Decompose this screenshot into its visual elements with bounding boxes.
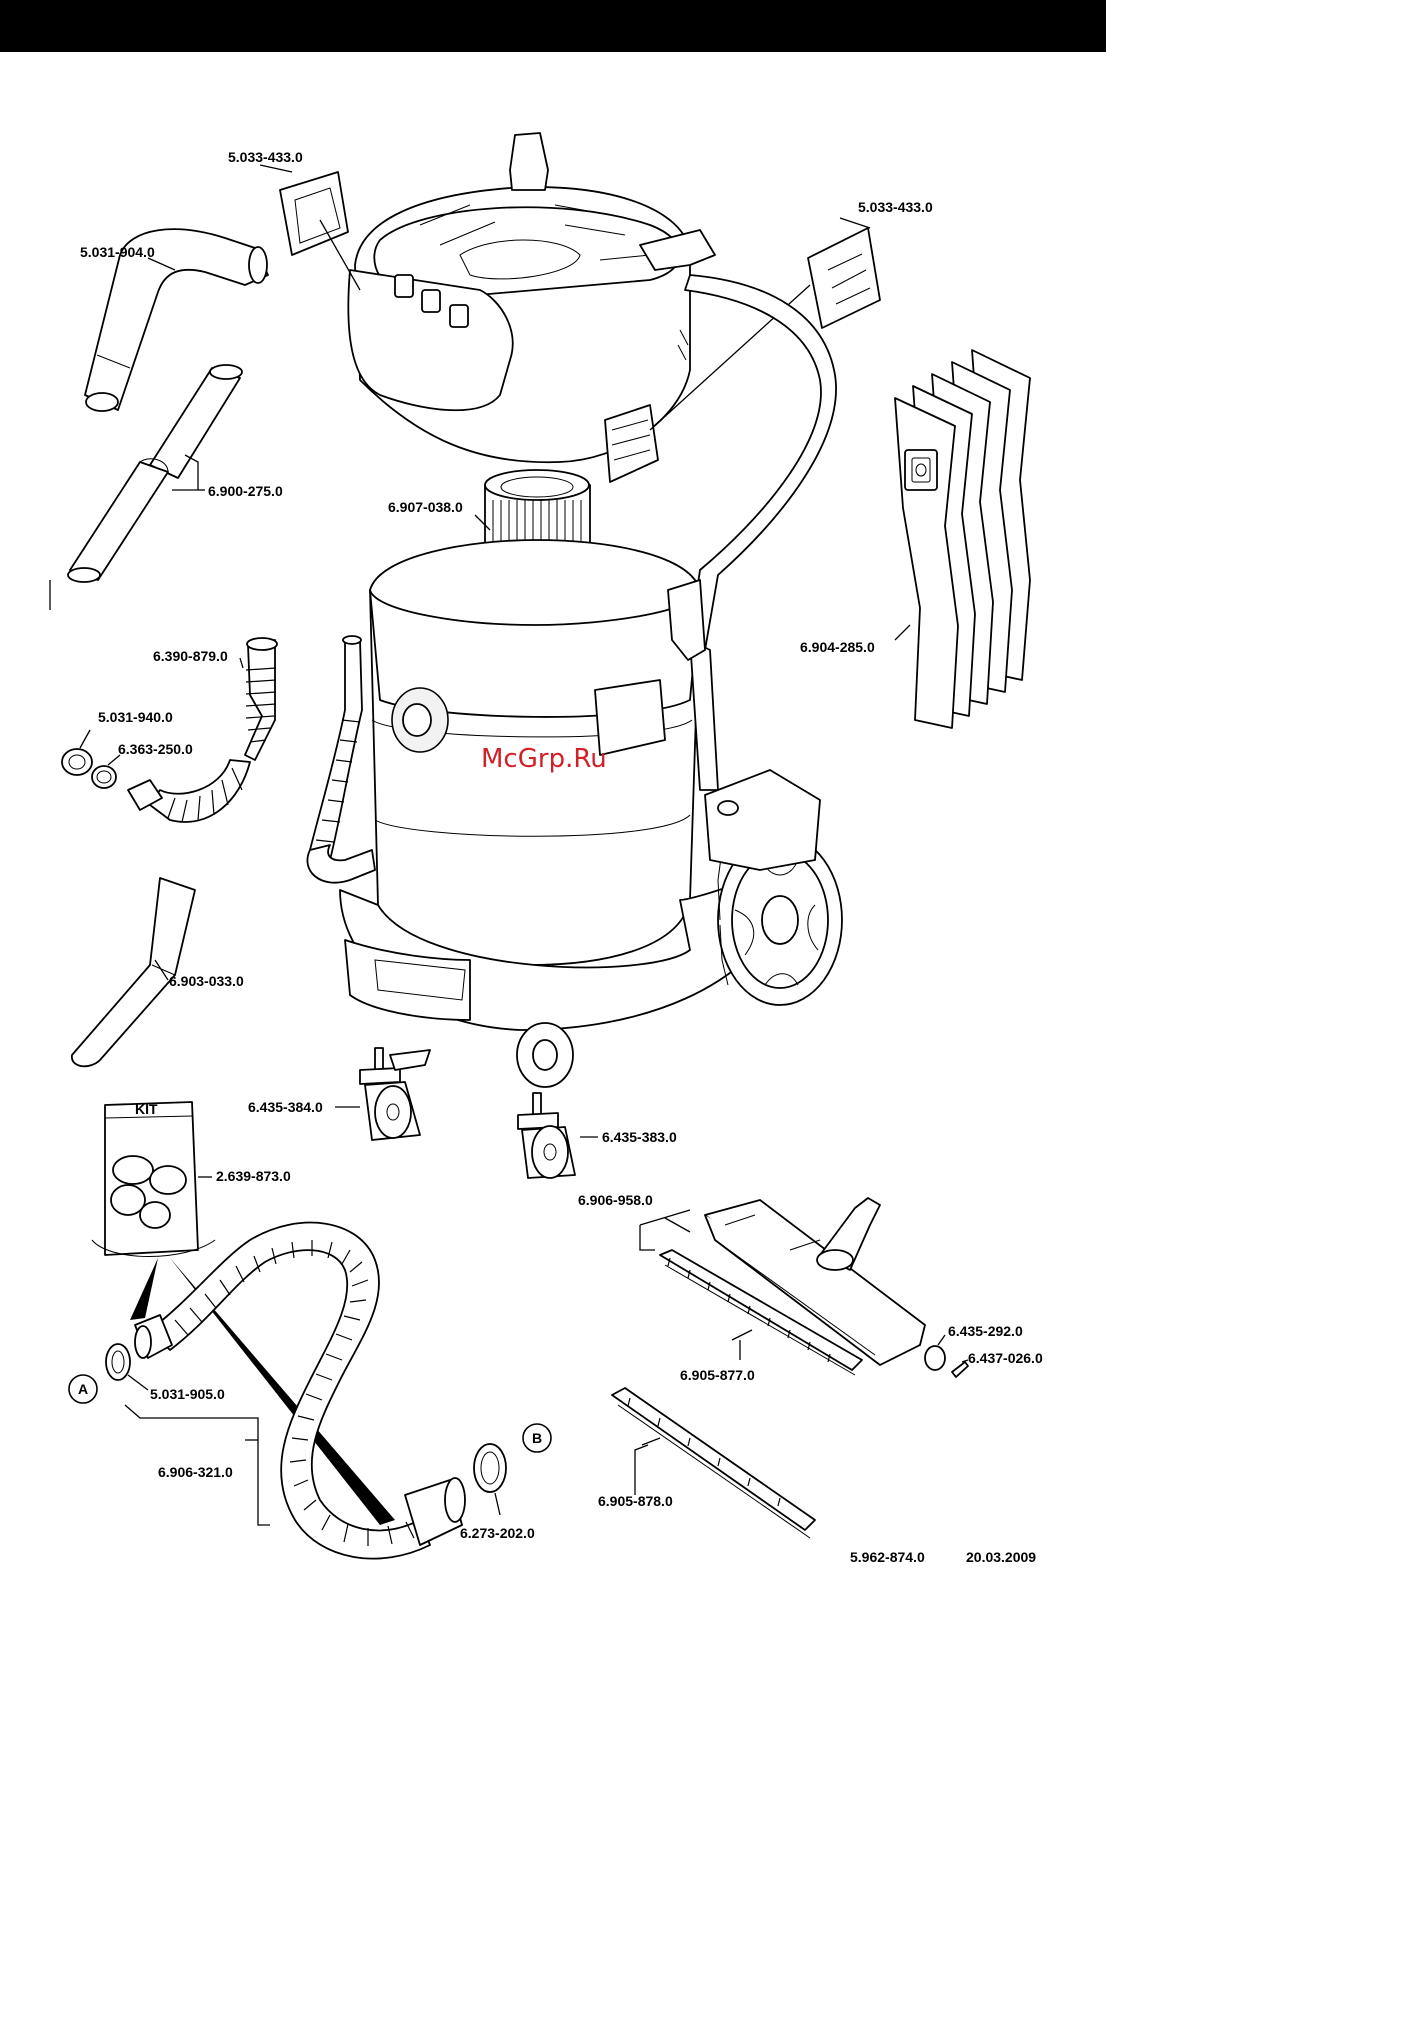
exploded-parts-diagram: A B McGrp.Ru 5.033-433.0 bbox=[0, 0, 1106, 1565]
kit-label: KIT bbox=[135, 1101, 158, 1117]
floor-nozzle bbox=[640, 1198, 925, 1365]
label-suction-hose: 6.906-321.0 bbox=[158, 1464, 233, 1480]
label-rubber-strip: 6.905-878.0 bbox=[598, 1493, 673, 1509]
callout-b-label: B bbox=[532, 1430, 542, 1446]
label-cartridge-filter: 6.907-038.0 bbox=[388, 499, 463, 515]
watermark: McGrp.Ru bbox=[481, 744, 607, 774]
label-axle: 6.437-026.0 bbox=[968, 1350, 1043, 1366]
container-hose bbox=[307, 636, 375, 883]
adapter-kit bbox=[92, 1102, 215, 1257]
document-date: 20.03.2009 bbox=[966, 1549, 1036, 1565]
label-hose-ring: 5.031-905.0 bbox=[150, 1386, 225, 1402]
nut bbox=[62, 730, 92, 775]
callout-a-label: A bbox=[78, 1381, 88, 1397]
motor-head bbox=[348, 133, 715, 482]
latch-left bbox=[260, 165, 360, 290]
label-adapter-kit: 2.639-873.0 bbox=[216, 1168, 291, 1184]
seal-ring bbox=[92, 755, 120, 788]
label-wheel-roller: 6.435-292.0 bbox=[948, 1323, 1023, 1339]
wheel-roller bbox=[925, 1335, 945, 1370]
container bbox=[340, 540, 790, 1030]
castor-with-brake bbox=[335, 1048, 430, 1140]
label-castor: 6.435-383.0 bbox=[602, 1129, 677, 1145]
label-seal-ring: 6.363-250.0 bbox=[118, 741, 193, 757]
label-nut: 5.031-940.0 bbox=[98, 709, 173, 725]
label-extension-tubes: 6.900-275.0 bbox=[208, 483, 283, 499]
callout-a: A bbox=[69, 1375, 97, 1403]
label-o-ring: 6.273-202.0 bbox=[460, 1525, 535, 1541]
document-number: 5.962-874.0 bbox=[850, 1549, 925, 1565]
label-brush-strip: 6.905-877.0 bbox=[680, 1367, 755, 1383]
rubber-strip bbox=[612, 1388, 815, 1538]
label-filter-bags: 6.904-285.0 bbox=[800, 639, 875, 655]
axle bbox=[952, 1360, 968, 1377]
drain-hose bbox=[128, 638, 277, 822]
label-bend-tube: 5.031-904.0 bbox=[80, 244, 155, 260]
label-latch-left: 5.033-433.0 bbox=[228, 149, 303, 165]
castor bbox=[517, 1023, 598, 1178]
label-drain-hose: 6.390-879.0 bbox=[153, 648, 228, 664]
callout-b: B bbox=[523, 1424, 551, 1452]
label-floor-nozzle: 6.906-958.0 bbox=[578, 1192, 653, 1208]
o-ring bbox=[474, 1444, 506, 1515]
label-latch-right: 5.033-433.0 bbox=[858, 199, 933, 215]
label-crevice-nozzle: 6.903-033.0 bbox=[169, 973, 244, 989]
filter-bags bbox=[895, 350, 1030, 728]
label-castor-brake: 6.435-384.0 bbox=[248, 1099, 323, 1115]
